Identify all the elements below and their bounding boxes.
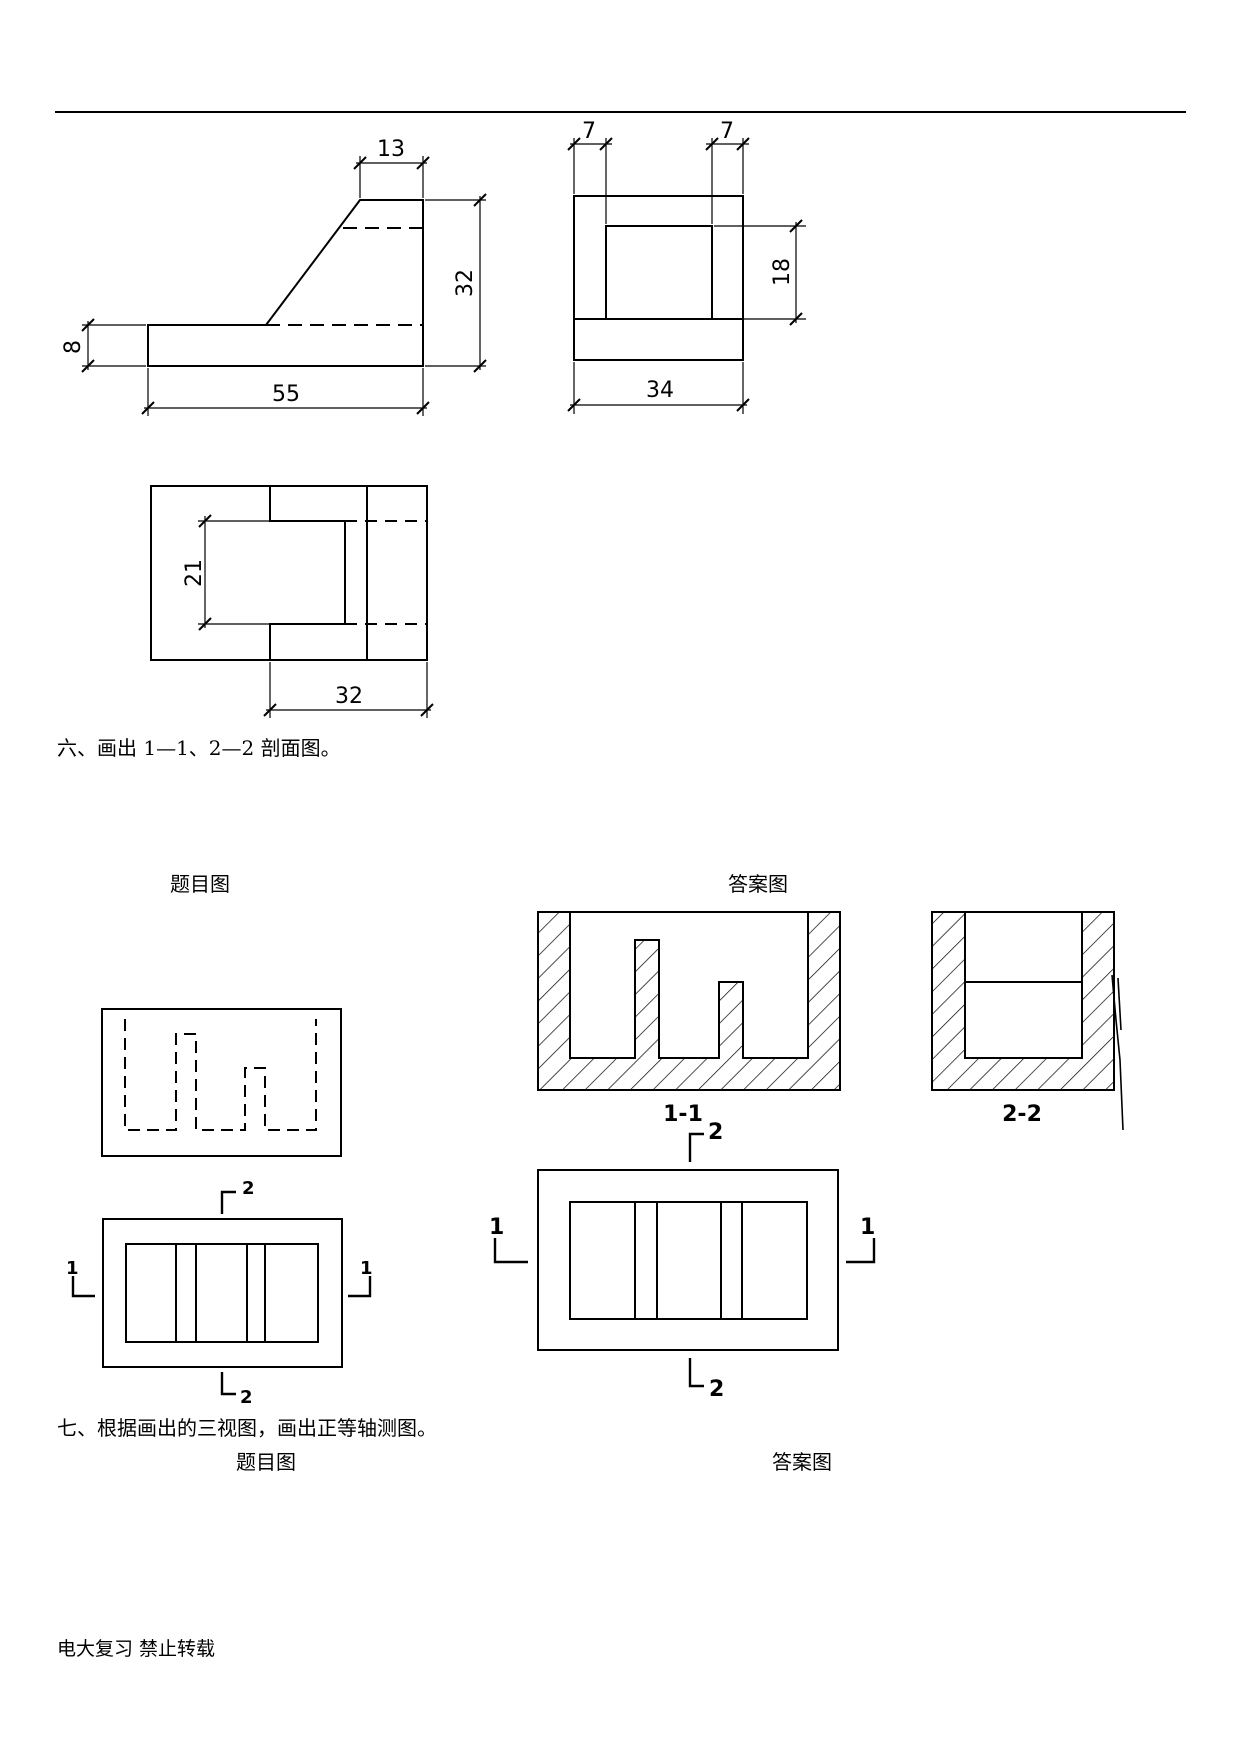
- dim-18-text: 18: [770, 258, 795, 286]
- problem7-heading: 七、根据画出的三视图，画出正等轴测图。: [57, 1416, 437, 1440]
- problem6-heading: 六、画出 1—1、2—2 剖面图。: [57, 736, 341, 760]
- dim-34-text: 34: [646, 378, 674, 403]
- q6-top-view: [71, 1190, 372, 1396]
- front-view: [81, 156, 487, 416]
- footer-text: 电大复习 禁止转载: [57, 1638, 216, 1660]
- a6-cut-2-top: 2: [708, 1120, 723, 1145]
- section-1-1: [537, 911, 841, 1091]
- scan-mark: [1111, 974, 1124, 1131]
- side-view: [567, 137, 806, 414]
- dim-21-text: 21: [182, 559, 207, 587]
- top-view: [150, 485, 434, 718]
- problem6-answer-caption: 答案图: [728, 872, 788, 896]
- dim-32-front-text: 32: [453, 269, 478, 297]
- a6-cut-1-left: 1: [489, 1215, 504, 1240]
- dim-55-text: 55: [272, 382, 300, 407]
- section-1-1-label: 1-1: [663, 1102, 703, 1127]
- q6-cut-1-right: 1: [360, 1258, 373, 1279]
- header-rule: [55, 111, 1186, 113]
- problem7-answer-caption: 答案图: [772, 1450, 832, 1474]
- dim-32-top-text: 32: [335, 684, 363, 709]
- a6-top-view: [493, 1132, 876, 1388]
- a6-cut-1-right: 1: [860, 1215, 875, 1240]
- section-2-2-label: 2-2: [1002, 1102, 1042, 1127]
- dim-7-left-text: 7: [582, 119, 596, 144]
- q6-front-view: [101, 1008, 342, 1157]
- section-2-2: [931, 911, 1115, 1091]
- problem7-question-caption: 题目图: [236, 1450, 296, 1474]
- dim-7-right-text: 7: [720, 119, 734, 144]
- dim-8-text: 8: [61, 340, 86, 354]
- dim-13-text: 13: [377, 137, 405, 162]
- q6-cut-1-left: 1: [66, 1258, 79, 1279]
- q6-cut-2-bottom: 2: [240, 1387, 253, 1408]
- problem6-question-caption: 题目图: [170, 872, 230, 896]
- q6-cut-2-top: 2: [242, 1178, 255, 1199]
- a6-cut-2-bottom: 2: [709, 1377, 724, 1402]
